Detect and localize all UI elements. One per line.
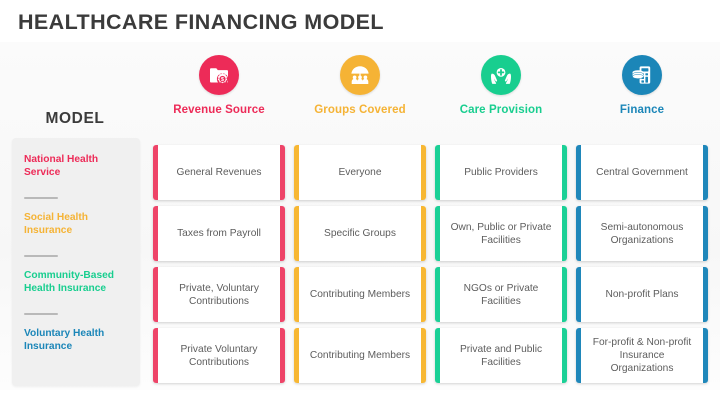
cell-text: Contributing Members [309, 350, 411, 361]
matrix-cell[interactable]: Semi-autonomous Organizations [576, 206, 708, 261]
cell-text: NGOs or Private Facilities [463, 282, 539, 307]
column-title: Groups Covered [314, 104, 406, 116]
matrix-cell[interactable]: Contributing Members [294, 267, 426, 322]
cell-text: For-profit & Non-profit Insurance Organi… [592, 337, 692, 374]
folder-money-icon: $ [199, 55, 239, 95]
accent-bar-right [562, 267, 567, 322]
matrix-cell[interactable]: Own, Public or Private Facilities [435, 206, 567, 261]
cell-text: Public Providers [464, 167, 538, 178]
accent-bar-left [153, 328, 158, 383]
matrix-cell[interactable]: Private Voluntary Contributions [153, 328, 285, 383]
page-title: HEALTHCARE FINANCING MODEL [18, 10, 384, 34]
cell-text: Central Government [596, 167, 688, 178]
column-title: Revenue Source [173, 104, 265, 116]
matrix-cell[interactable]: Private and Public Facilities [435, 328, 567, 383]
accent-bar-left [576, 328, 581, 383]
matrix-cell[interactable]: For-profit & Non-profit Insurance Organi… [576, 328, 708, 383]
cell-text: Own, Public or Private Facilities [450, 221, 552, 246]
matrix-cell[interactable]: Taxes from Payroll [153, 206, 285, 261]
accent-bar-right [280, 206, 285, 261]
column-header-revenue-source: $ Revenue Source [148, 55, 290, 116]
matrix-cell[interactable]: General Revenues [153, 145, 285, 200]
column-title: Finance [619, 104, 665, 116]
model-row-label: Social Health Insurance [24, 212, 88, 236]
model-label-panel: National Health Service Social Health In… [12, 138, 140, 386]
column-title: Care Provision [459, 104, 543, 116]
matrix-cell[interactable]: Central Government [576, 145, 708, 200]
model-row: Social Health Insurance [12, 205, 140, 263]
model-row: National Health Service [12, 147, 140, 205]
accent-bar-left [294, 267, 299, 322]
accent-bar-right [703, 328, 708, 383]
cell-text: Private and Public Facilities [459, 343, 543, 368]
matrix-cell[interactable]: Private, Voluntary Contributions [153, 267, 285, 322]
row-divider [24, 313, 58, 315]
cell-text: Everyone [338, 167, 382, 178]
accent-bar-left [294, 145, 299, 200]
accent-bar-right [703, 206, 708, 261]
accent-bar-left [294, 206, 299, 261]
column-header-finance: Finance [571, 55, 713, 116]
cell-text: Non-profit Plans [605, 289, 679, 300]
accent-bar-left [435, 267, 440, 322]
accent-bar-right [562, 206, 567, 261]
column-header-care-provision: Care Provision [430, 55, 572, 116]
column-header-groups-covered: Groups Covered [289, 55, 431, 116]
matrix-cell[interactable]: Specific Groups [294, 206, 426, 261]
cell-text: Private, Voluntary Contributions [179, 282, 259, 307]
matrix-cell[interactable]: NGOs or Private Facilities [435, 267, 567, 322]
model-row-label: Community-Based Health Insurance [24, 270, 115, 294]
hands-medical-cross-icon [481, 55, 521, 95]
accent-bar-right [280, 145, 285, 200]
accent-bar-left [576, 206, 581, 261]
accent-bar-right [562, 145, 567, 200]
matrix-cell[interactable]: Public Providers [435, 145, 567, 200]
accent-bar-right [703, 267, 708, 322]
accent-bar-left [576, 267, 581, 322]
cell-text: Specific Groups [324, 228, 396, 239]
model-row-label: National Health Service [24, 154, 99, 178]
cell-text: Contributing Members [309, 289, 411, 300]
cell-text: Semi-autonomous Organizations [600, 221, 684, 246]
row-divider [24, 197, 58, 199]
accent-bar-left [294, 328, 299, 383]
model-row: Voluntary Health Insurance [12, 321, 140, 379]
model-row-label: Voluntary Health Insurance [24, 328, 105, 352]
accent-bar-right [280, 267, 285, 322]
accent-bar-left [153, 206, 158, 261]
accent-bar-left [435, 328, 440, 383]
accent-bar-left [576, 145, 581, 200]
accent-bar-left [153, 267, 158, 322]
accent-bar-left [153, 145, 158, 200]
svg-text:$: $ [221, 77, 224, 83]
model-row: Community-Based Health Insurance [12, 263, 140, 321]
row-divider [24, 255, 58, 257]
umbrella-people-icon [340, 55, 380, 95]
accent-bar-right [703, 145, 708, 200]
accent-bar-right [562, 328, 567, 383]
accent-bar-right [280, 328, 285, 383]
model-heading: MODEL [45, 110, 105, 127]
accent-bar-right [421, 267, 426, 322]
matrix-cell[interactable]: Everyone [294, 145, 426, 200]
calculator-coins-icon [622, 55, 662, 95]
accent-bar-left [435, 206, 440, 261]
cell-text: Taxes from Payroll [177, 228, 261, 239]
accent-bar-right [421, 328, 426, 383]
cell-text: General Revenues [176, 167, 262, 178]
matrix-cell[interactable]: Contributing Members [294, 328, 426, 383]
accent-bar-right [421, 206, 426, 261]
cell-text: Private Voluntary Contributions [180, 343, 258, 368]
accent-bar-left [435, 145, 440, 200]
matrix-cell[interactable]: Non-profit Plans [576, 267, 708, 322]
accent-bar-right [421, 145, 426, 200]
